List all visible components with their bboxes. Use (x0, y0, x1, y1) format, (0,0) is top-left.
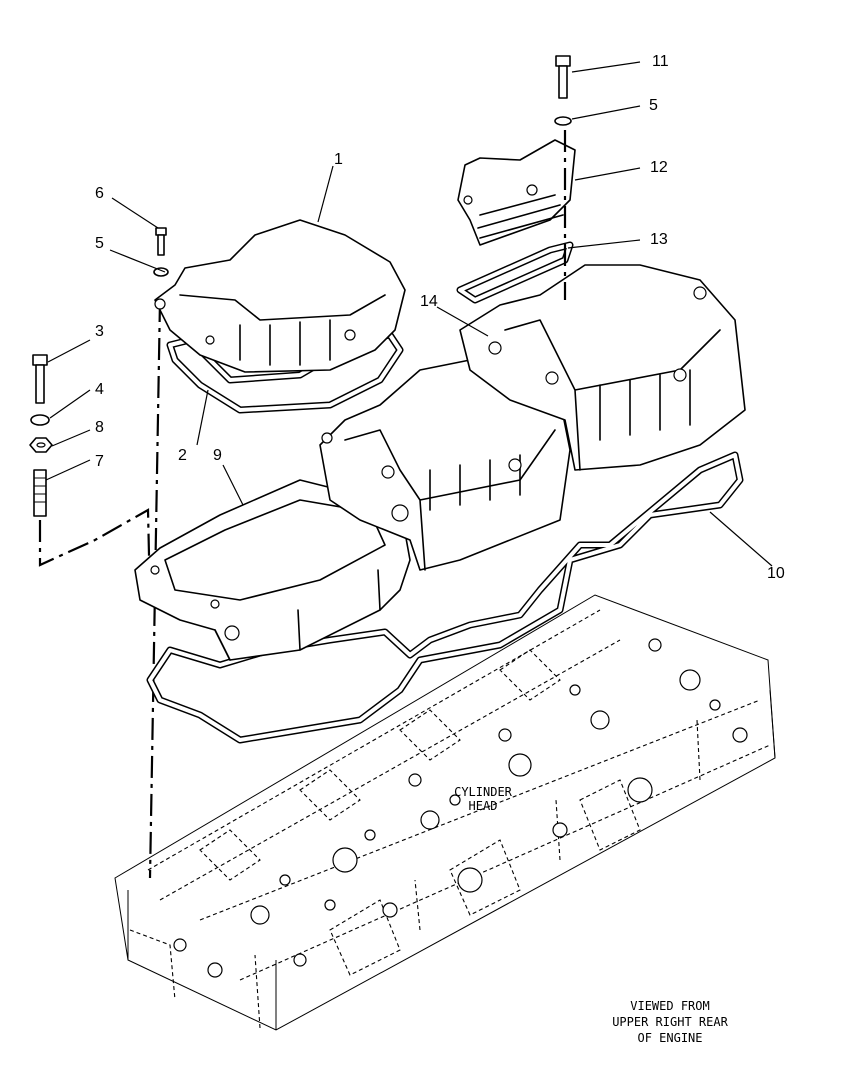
bolt-11 (555, 55, 571, 99)
callout-4: 4 (95, 381, 104, 398)
cylinder-head-label-line1: CYLINDER (454, 785, 513, 799)
valve-cover-rear (459, 264, 746, 471)
callout-1: 1 (334, 151, 343, 168)
callout-9: 9 (213, 447, 222, 464)
view-note: VIEWED FROM UPPER RIGHT REAR OF ENGINE (612, 999, 728, 1045)
callout-2: 2 (178, 447, 187, 464)
valve-cover-middle (319, 359, 571, 571)
washer-5-left (153, 267, 169, 277)
crankcase-breather (457, 139, 576, 246)
stud-7 (33, 469, 47, 517)
callout-8: 8 (95, 419, 104, 436)
callout-10: 10 (767, 565, 785, 582)
view-note-line2: UPPER RIGHT REAR (612, 1015, 728, 1029)
callout-5-left: 5 (95, 235, 104, 252)
rocker-base-gasket-rear (146, 451, 744, 744)
callout-13: 13 (650, 231, 668, 248)
callout-3: 3 (95, 323, 104, 340)
view-note-line1: VIEWED FROM (630, 999, 709, 1013)
cylinder-head: CYLINDER HEAD (114, 594, 776, 1031)
cylinder-head-label-line2: HEAD (469, 799, 498, 813)
washer-4 (30, 414, 50, 426)
callout-7: 7 (95, 453, 104, 470)
callout-11: 11 (652, 53, 669, 70)
bolt-centerline (38, 299, 162, 879)
valve-cover-front (154, 219, 406, 373)
callout-6: 6 (95, 185, 104, 202)
callout-12: 12 (650, 159, 668, 176)
washer-5-right (554, 116, 572, 126)
view-note-line3: OF ENGINE (637, 1031, 702, 1045)
breather-gasket (456, 241, 574, 304)
callout-14: 14 (420, 293, 438, 310)
valve-cover-gasket (166, 331, 404, 414)
bolt-3 (32, 354, 48, 404)
nut-8 (29, 437, 53, 453)
callout-5-right: 5 (649, 97, 658, 114)
callout-numbers: 1 2 3 4 5 5 6 7 8 9 10 11 12 13 14 (95, 53, 785, 582)
rocker-base (134, 479, 411, 661)
leader-lines (45, 61, 773, 567)
bolt-6 (155, 227, 167, 256)
cylinder-head-bolt-holes (173, 638, 748, 978)
